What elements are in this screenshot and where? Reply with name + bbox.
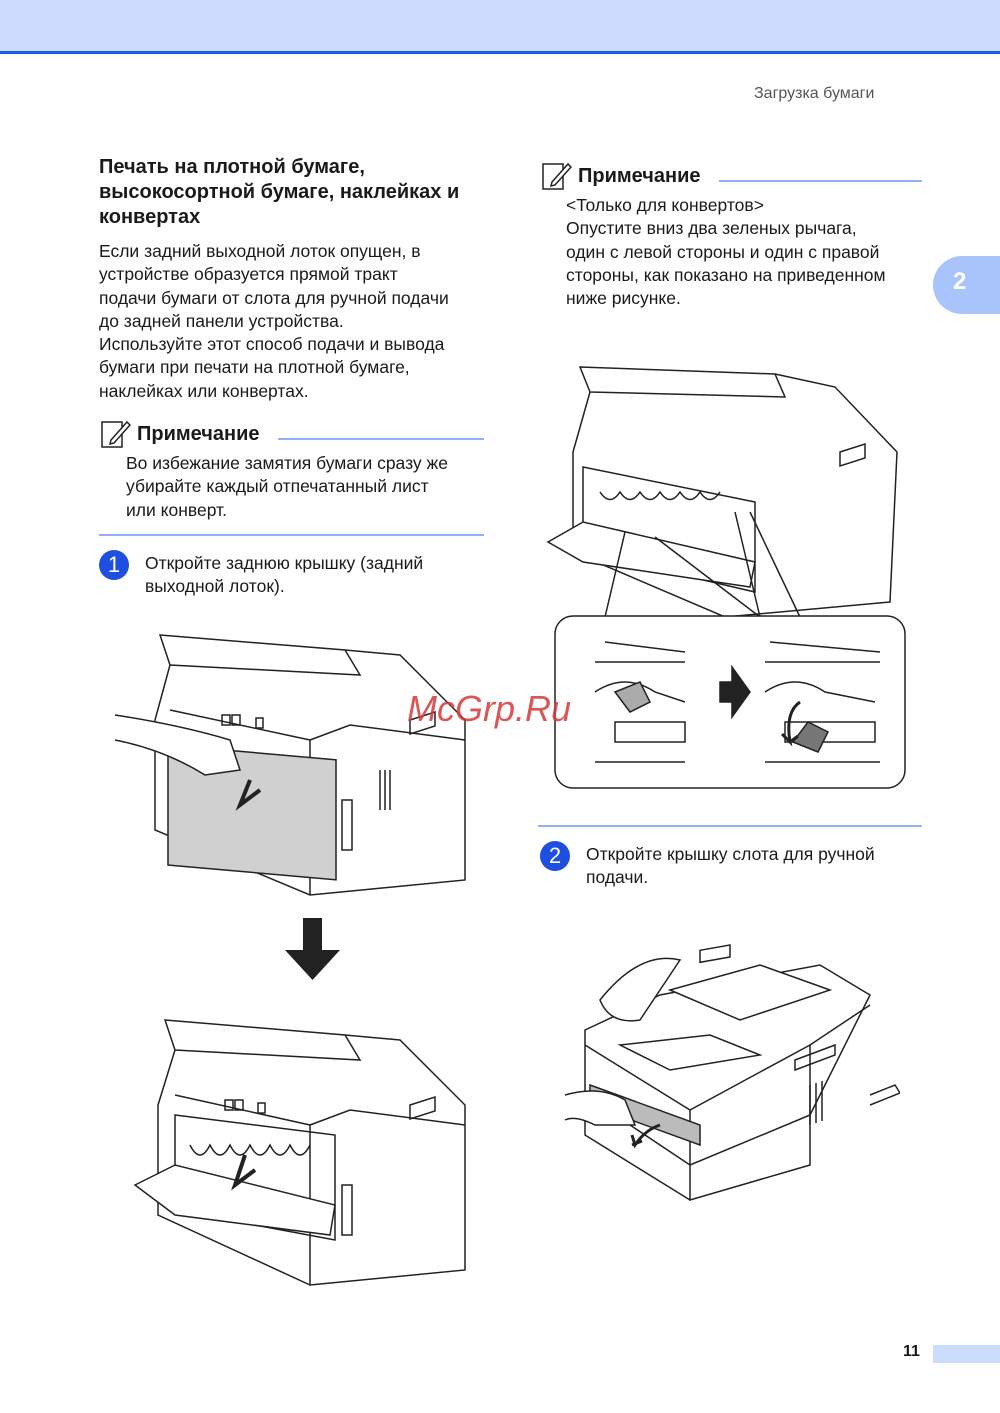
note-box: Примечание Во избежание замятия бумаги с… <box>99 418 484 536</box>
text-line: подачи. <box>586 867 649 888</box>
chapter-tab: 2 <box>933 256 1000 314</box>
section-heading: Печать на плотной бумаге, высокосортной … <box>99 155 489 230</box>
envelope-note-box: Примечание <Только для конвертов> Опусти… <box>540 160 922 310</box>
step-2: 2 Откройте крышку слота для ручной подач… <box>540 841 922 890</box>
text-line: выходной лоток). <box>145 576 285 597</box>
text-line: Откройте заднюю крышку (задний <box>145 553 424 573</box>
down-arrow-icon <box>285 918 340 980</box>
step-number-badge: 2 <box>540 841 570 871</box>
step-text: Откройте крышку слота для ручной подачи. <box>586 843 875 890</box>
note-text: <Только для конвертов> Опустите вниз два… <box>566 194 922 310</box>
text-line: Во избежание замятия бумаги сразу же <box>126 453 448 473</box>
text-line: Если задний выходной лоток опущен, в <box>99 241 421 261</box>
note-rule <box>277 438 484 440</box>
header-band <box>0 0 1000 54</box>
note-title: Примечание <box>578 164 701 187</box>
text-line: подачи бумаги от слота для ручной подачи <box>99 287 449 308</box>
heading-line: конвертах <box>99 206 201 228</box>
printer-back-open-illustration <box>133 1019 466 1286</box>
footer-bar <box>933 1345 1000 1363</box>
watermark: McGrp.Ru <box>407 688 572 729</box>
text-line: Используйте этот способ подачи и вывода <box>99 334 445 355</box>
text-line: или конверт. <box>126 499 227 520</box>
section-rule <box>538 825 922 827</box>
note-header: Примечание <box>540 160 922 192</box>
text-line: Откройте крышку слота для ручной <box>586 844 875 864</box>
intro-paragraph: Если задний выходной лоток опущен, в уст… <box>99 240 489 403</box>
page-number: 11 <box>903 1343 920 1360</box>
text-line: наклейках или конвертах. <box>99 380 309 401</box>
text-line: Опустите вниз два зеленых рычага, <box>566 218 857 239</box>
text-line: стороны, как показано на приведенном <box>566 264 886 285</box>
step-text: Откройте заднюю крышку (задний выходной … <box>145 552 423 599</box>
note-header: Примечание <box>99 418 484 450</box>
note-title: Примечание <box>137 422 260 445</box>
note-pencil-icon <box>99 418 132 450</box>
heading-line: высокосортной бумаге, наклейках и <box>99 181 460 203</box>
running-title: Загрузка бумаги <box>754 85 875 102</box>
printer-manual-slot-illustration <box>564 944 900 1201</box>
note-rule <box>718 180 922 182</box>
text-line: <Только для конвертов> <box>566 195 764 215</box>
step-1: 1 Откройте заднюю крышку (задний выходно… <box>99 550 489 599</box>
text-line: один с левой стороны и один с правой <box>566 241 880 262</box>
text-line: бумаги при печати на плотной бумаге, <box>99 357 410 378</box>
note-text: Во избежание замятия бумаги сразу же уби… <box>126 452 484 522</box>
printer-back-closed-illustration <box>114 634 466 896</box>
note-bottom-rule <box>99 533 484 536</box>
heading-line: Печать на плотной бумаге, <box>99 156 365 178</box>
text-line: до задней панели устройства. <box>99 310 344 331</box>
text-line: ниже рисунке. <box>566 288 681 309</box>
envelope-levers-illustration <box>546 366 906 789</box>
text-line: убирайте каждый отпечатанный лист <box>126 476 429 497</box>
text-line: устройстве образуется прямой тракт <box>99 264 398 285</box>
note-pencil-icon <box>540 160 573 192</box>
step-number-badge: 1 <box>99 550 129 580</box>
